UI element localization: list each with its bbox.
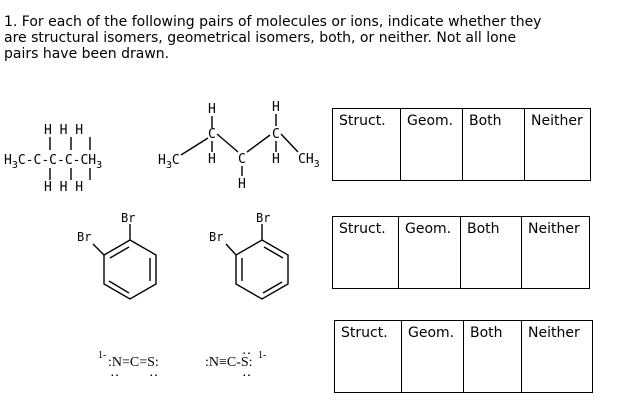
svg-text:Br: Br xyxy=(256,211,270,225)
geom-cell[interactable]: Geom. xyxy=(400,108,463,181)
svg-text:C: C xyxy=(238,152,246,167)
both-cell[interactable]: Both xyxy=(460,216,522,289)
svg-text:Br: Br xyxy=(209,230,223,244)
svg-text:H: H xyxy=(272,100,280,115)
svg-text:1-: 1- xyxy=(258,350,266,361)
svg-text:H: H xyxy=(208,152,216,167)
neither-cell[interactable]: Neither xyxy=(521,216,590,289)
thiocyanate-left: 1- :N=C=S: ‥ ‥ xyxy=(98,350,159,380)
struct-cell[interactable]: Struct. xyxy=(334,320,402,393)
geom-cell[interactable]: Geom. xyxy=(398,216,461,289)
svg-text:H: H xyxy=(238,177,246,192)
neither-cell[interactable]: Neither xyxy=(524,108,591,181)
answer-table-pair-2: Struct. Geom. Both Neither xyxy=(332,216,590,289)
svg-text:H: H xyxy=(208,102,216,117)
ortho-dibromobenzene-left: Br Br xyxy=(77,211,157,300)
struct-cell[interactable]: Struct. xyxy=(332,108,401,181)
ortho-dibromobenzene-right: Br Br xyxy=(209,211,289,300)
svg-text::N≡C-S:: :N≡C-S: xyxy=(205,355,253,370)
both-cell[interactable]: Both xyxy=(463,320,522,393)
both-cell[interactable]: Both xyxy=(462,108,525,181)
pentane-zigzag-structure: H3C H C H C H H C H CH3 xyxy=(158,100,320,192)
svg-text:Br: Br xyxy=(121,211,135,225)
bottom-hydrogens: H H H xyxy=(44,180,83,195)
answer-table-pair-1: Struct. Geom. Both Neither xyxy=(332,108,591,181)
answer-table-pair-3: Struct. Geom. Both Neither xyxy=(334,320,593,393)
svg-text:‥: ‥ xyxy=(242,343,251,358)
svg-text:C: C xyxy=(272,127,280,142)
pentane-structure: H H H H3C-C-C-C-CH3 H H H xyxy=(4,123,102,195)
svg-text:‥: ‥ xyxy=(242,365,251,380)
question-text: 1. For each of the following pairs of mo… xyxy=(4,14,542,62)
svg-text:1-: 1- xyxy=(98,350,106,361)
neither-cell[interactable]: Neither xyxy=(521,320,593,393)
svg-text:‥: ‥ xyxy=(149,365,158,380)
main-chain: H3C-C-C-C-CH3 xyxy=(4,153,102,171)
h3c-label: H3C xyxy=(158,153,180,171)
geom-cell[interactable]: Geom. xyxy=(401,320,464,393)
svg-text:Br: Br xyxy=(77,230,91,244)
thiocyanate-right: :N≡C-S: ‥ ‥ 1- xyxy=(205,343,266,380)
svg-text:H: H xyxy=(272,152,280,167)
struct-cell[interactable]: Struct. xyxy=(332,216,399,289)
svg-text:C: C xyxy=(208,127,216,142)
svg-text:‥: ‥ xyxy=(110,365,119,380)
ch3-label: CH3 xyxy=(298,152,320,170)
top-hydrogens: H H H xyxy=(44,123,83,138)
svg-text::N=C=S:: :N=C=S: xyxy=(108,355,159,370)
